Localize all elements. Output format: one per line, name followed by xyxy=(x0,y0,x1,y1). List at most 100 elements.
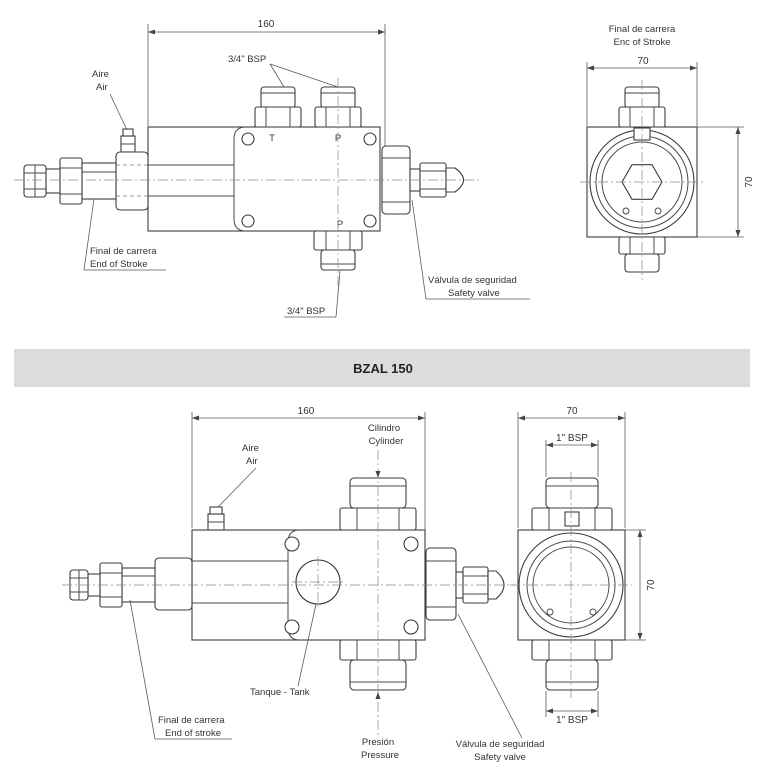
bsp-top-label: 3/4" BSP xyxy=(228,54,266,65)
bolt-hole xyxy=(363,214,377,228)
screw-hole xyxy=(654,207,662,215)
bsp-bottom-label: 3/4" BSP xyxy=(287,306,325,317)
tank-callout: Tanque - Tank xyxy=(250,603,317,698)
air-callout: Aire Air xyxy=(92,69,128,131)
dimension-arrow xyxy=(735,230,741,237)
side-top-fitting xyxy=(531,477,613,531)
dimension-arrow xyxy=(587,65,594,71)
end-stroke-label-en: End of Stroke xyxy=(90,259,148,270)
fitting-thread xyxy=(545,659,599,691)
bolt-hole xyxy=(403,619,419,635)
block-body xyxy=(147,126,381,232)
air-fitting xyxy=(120,128,136,153)
safety-valve-label-es: Válvula de seguridad xyxy=(456,739,545,750)
dimension-arrow xyxy=(192,415,199,421)
leader-line xyxy=(269,63,285,88)
length-dimension-value: 160 xyxy=(298,406,315,417)
block-inner-contour xyxy=(233,126,247,232)
height-dimension-value: 70 xyxy=(744,176,755,188)
pressure-callout: Presión Pressure xyxy=(361,692,399,761)
sensor-body xyxy=(81,162,117,200)
air-callout: Aire Air xyxy=(217,443,259,508)
top-front-view: 160 T P P xyxy=(14,19,530,318)
bsp-bottom-dimension: 1" BSP xyxy=(545,691,599,726)
air-label-es: Aire xyxy=(242,443,259,454)
end-of-stroke-sensor xyxy=(69,557,193,611)
air-fitting xyxy=(564,511,580,527)
end-stroke-label-en: End of stroke xyxy=(165,728,221,739)
end-stroke-label-en: Enc of Stroke xyxy=(613,37,670,48)
air-label-en: Air xyxy=(96,82,108,93)
bolt-hole xyxy=(284,619,300,635)
leader-line xyxy=(217,467,257,508)
flow-arrow xyxy=(375,692,381,699)
bottom-side-view: 70 1" BSP xyxy=(510,406,657,726)
fitting-thread xyxy=(545,477,599,509)
end-stroke-label-es: Final de carrera xyxy=(158,715,225,726)
dimension-arrow xyxy=(637,530,643,537)
width-dimension-value: 70 xyxy=(637,56,649,67)
side-bottom-fitting xyxy=(531,639,613,691)
bolt-hole xyxy=(363,132,377,146)
dimension-arrow xyxy=(591,442,598,448)
tank-label: Tanque - Tank xyxy=(250,687,310,698)
dimension-arrow xyxy=(618,415,625,421)
bolt-hole xyxy=(241,214,255,228)
bsp-top-label: 1" BSP xyxy=(556,433,588,444)
leader-line xyxy=(83,198,95,271)
air-fitting xyxy=(207,506,225,531)
end-stroke-label-es: Final de carrera xyxy=(90,246,157,257)
port-t-fitting xyxy=(254,86,302,128)
valve-block: T P P xyxy=(147,126,381,232)
leader-line xyxy=(129,599,156,740)
leader-line xyxy=(457,613,523,739)
length-dimension: 160 xyxy=(147,19,386,146)
cylinder-label-es: Cilindro xyxy=(368,423,400,434)
valve-hex-large xyxy=(425,547,457,621)
safety-valve-callout: Válvula de seguridad Safety valve xyxy=(411,199,530,300)
screw-hole xyxy=(546,608,554,616)
flow-arrow xyxy=(375,471,381,478)
width-dimension: 70 xyxy=(517,406,626,528)
leader-line xyxy=(335,270,341,318)
leader-line xyxy=(109,93,128,131)
cylinder-callout: Cilindro Cylinder xyxy=(368,423,404,478)
leader-line xyxy=(269,63,339,88)
air-fitting-tip xyxy=(122,128,134,137)
bsp-top-dimension: 1" BSP xyxy=(545,433,599,477)
dimension-arrow xyxy=(546,442,553,448)
safety-valve-callout: Válvula de seguridad Safety valve xyxy=(456,613,545,763)
width-dimension-value: 70 xyxy=(566,406,578,417)
bsp-top-callout: 3/4" BSP xyxy=(228,54,339,88)
safety-valve-label-en: Safety valve xyxy=(448,288,500,299)
leader-line xyxy=(297,603,317,687)
dimension-arrow xyxy=(148,29,155,35)
bsp-bottom-callout: 3/4" BSP xyxy=(284,270,341,318)
section-title: BZAL 150 xyxy=(353,361,413,376)
dimension-arrow xyxy=(518,415,525,421)
dimension-arrow xyxy=(735,127,741,134)
sensor-thread xyxy=(45,168,61,194)
section-bar: BZAL 150 xyxy=(14,349,750,387)
screw-hole xyxy=(589,608,597,616)
fitting-thread xyxy=(260,86,296,109)
cylinder-label-en: Cylinder xyxy=(369,436,404,447)
air-fitting-tip xyxy=(209,506,223,515)
port-t-label: T xyxy=(269,133,275,144)
pressure-label-es: Presión xyxy=(362,737,394,748)
pressure-label-en: Pressure xyxy=(361,750,399,761)
sensor-housing xyxy=(115,151,149,211)
dimension-arrow xyxy=(690,65,697,71)
height-dimension-value: 70 xyxy=(646,579,657,591)
bottom-front-view: 160 xyxy=(62,406,544,763)
safety-valve-label-en: Safety valve xyxy=(474,752,526,763)
air-label-en: Air xyxy=(246,456,258,467)
dimension-arrow xyxy=(591,708,598,714)
height-dimension: 70 xyxy=(625,529,657,641)
dimension-arrow xyxy=(378,29,385,35)
bolt-hole xyxy=(403,536,419,552)
top-side-view: Final de carrera Enc of Stroke 70 xyxy=(580,24,755,280)
safety-valve-label-es: Válvula de seguridad xyxy=(428,275,517,286)
bsp-bottom-label: 1" BSP xyxy=(556,715,588,726)
port-p-bottom-label: P xyxy=(337,219,343,230)
